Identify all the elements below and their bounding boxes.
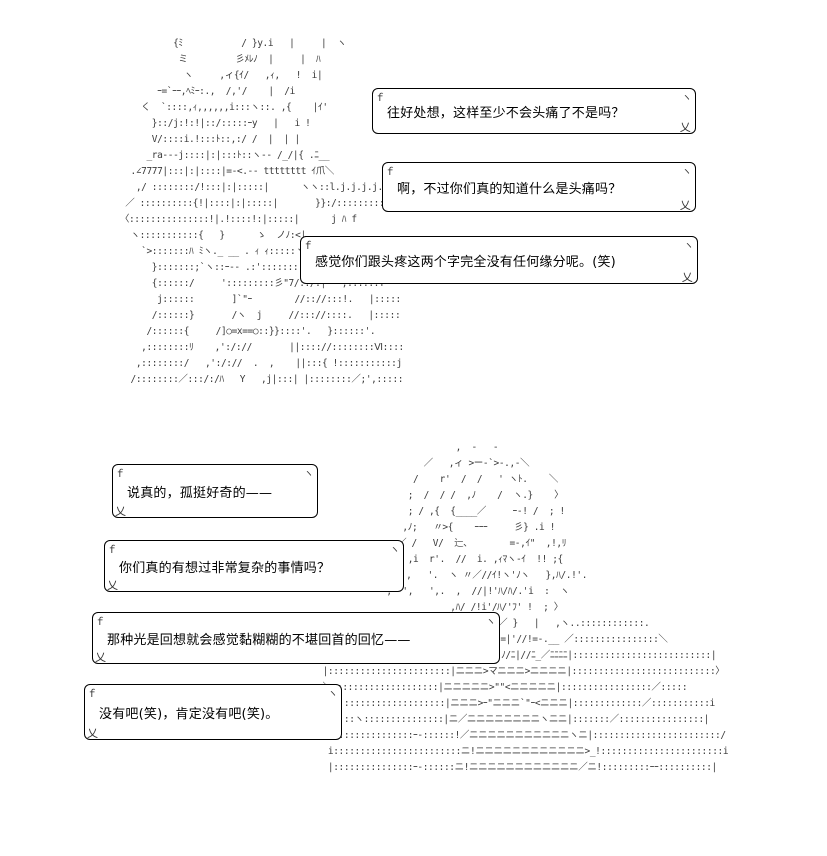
bubble-text-5: 你们真的有想过非常复杂的事情吗？ bbox=[119, 560, 331, 576]
bubble-tail: 乂 bbox=[87, 727, 99, 740]
speech-bubble-7: ｆ ヽ 没有吧(笑)，肯定没有吧(笑)。 乂 bbox=[84, 684, 342, 740]
speech-bubble-1: ｆ ヽ 往好处想，这样至少不会头痛了不是吗？ 乂 bbox=[372, 88, 696, 134]
ascii-art-character-bottom: , - - ／ ,ィ >ー-`>-.,-＼ / r' / / ' ヽﾄ. ＼ ;… bbox=[317, 442, 729, 773]
ascii-art-character-top: {ﾐ / }y.i | | ヽ ミ 彡ﾒﾚﾉ | | ﾊ ヽ ,ィ{ｲ/ ,ｨ,… bbox=[119, 38, 402, 385]
bubble-corner-mark: ヽ bbox=[327, 689, 338, 700]
bubble-corner-mark: ヽ bbox=[683, 241, 694, 252]
bubble-text-6: 那种光是回想就会感觉黏糊糊的不堪回首的回忆—— bbox=[107, 632, 411, 648]
bubble-text-7: 没有吧(笑)，肯定没有吧(笑)。 bbox=[99, 706, 279, 722]
bubble-text-3: 感觉你们跟头疼这两个字完全没有任何缘分呢。(笑) bbox=[315, 254, 616, 270]
speech-bubble-3: ｆ ヽ 感觉你们跟头疼这两个字完全没有任何缘分呢。(笑) 乂 bbox=[300, 236, 698, 284]
bubble-corner-mark: ヽ bbox=[389, 545, 400, 556]
bubble-tail: 乂 bbox=[107, 579, 119, 592]
speech-bubble-6: ｆ ヽ 那种光是回想就会感觉黏糊糊的不堪回首的回忆—— 乂 bbox=[92, 612, 500, 664]
bubble-text-2: 啊，不过你们真的知道什么是头痛吗？ bbox=[397, 181, 622, 197]
bubble-corner-mark: ｆ bbox=[87, 689, 98, 700]
bubble-corner-mark: ヽ bbox=[485, 617, 496, 628]
bubble-tail: 乂 bbox=[115, 505, 127, 518]
bubble-corner-mark: ｆ bbox=[95, 617, 106, 628]
bubble-corner-mark: ｆ bbox=[115, 469, 126, 480]
bubble-corner-mark: ヽ bbox=[681, 167, 692, 178]
bubble-tail: 乂 bbox=[679, 121, 691, 134]
bubble-text-1: 往好处想，这样至少不会头痛了不是吗？ bbox=[387, 105, 625, 121]
bubble-corner-mark: ヽ bbox=[303, 469, 314, 480]
bubble-tail: 乂 bbox=[681, 271, 693, 284]
bubble-corner-mark: ｆ bbox=[107, 545, 118, 556]
bubble-corner-mark: ｆ bbox=[303, 241, 314, 252]
speech-bubble-5: ｆ ヽ 你们真的有想过非常复杂的事情吗？ 乂 bbox=[104, 540, 404, 592]
bubble-tail: 乂 bbox=[679, 199, 691, 212]
bubble-corner-mark: ヽ bbox=[681, 93, 692, 104]
speech-bubble-4: ｆ ヽ 说真的，孤挺好奇的—— 乂 bbox=[112, 464, 318, 518]
bubble-corner-mark: ｆ bbox=[375, 93, 386, 104]
bubble-tail: 乂 bbox=[95, 651, 107, 664]
speech-bubble-2: ｆ ヽ 啊，不过你们真的知道什么是头痛吗？ 乂 bbox=[382, 162, 696, 212]
bubble-text-4: 说真的，孤挺好奇的—— bbox=[127, 485, 273, 501]
bubble-corner-mark: ｆ bbox=[385, 167, 396, 178]
